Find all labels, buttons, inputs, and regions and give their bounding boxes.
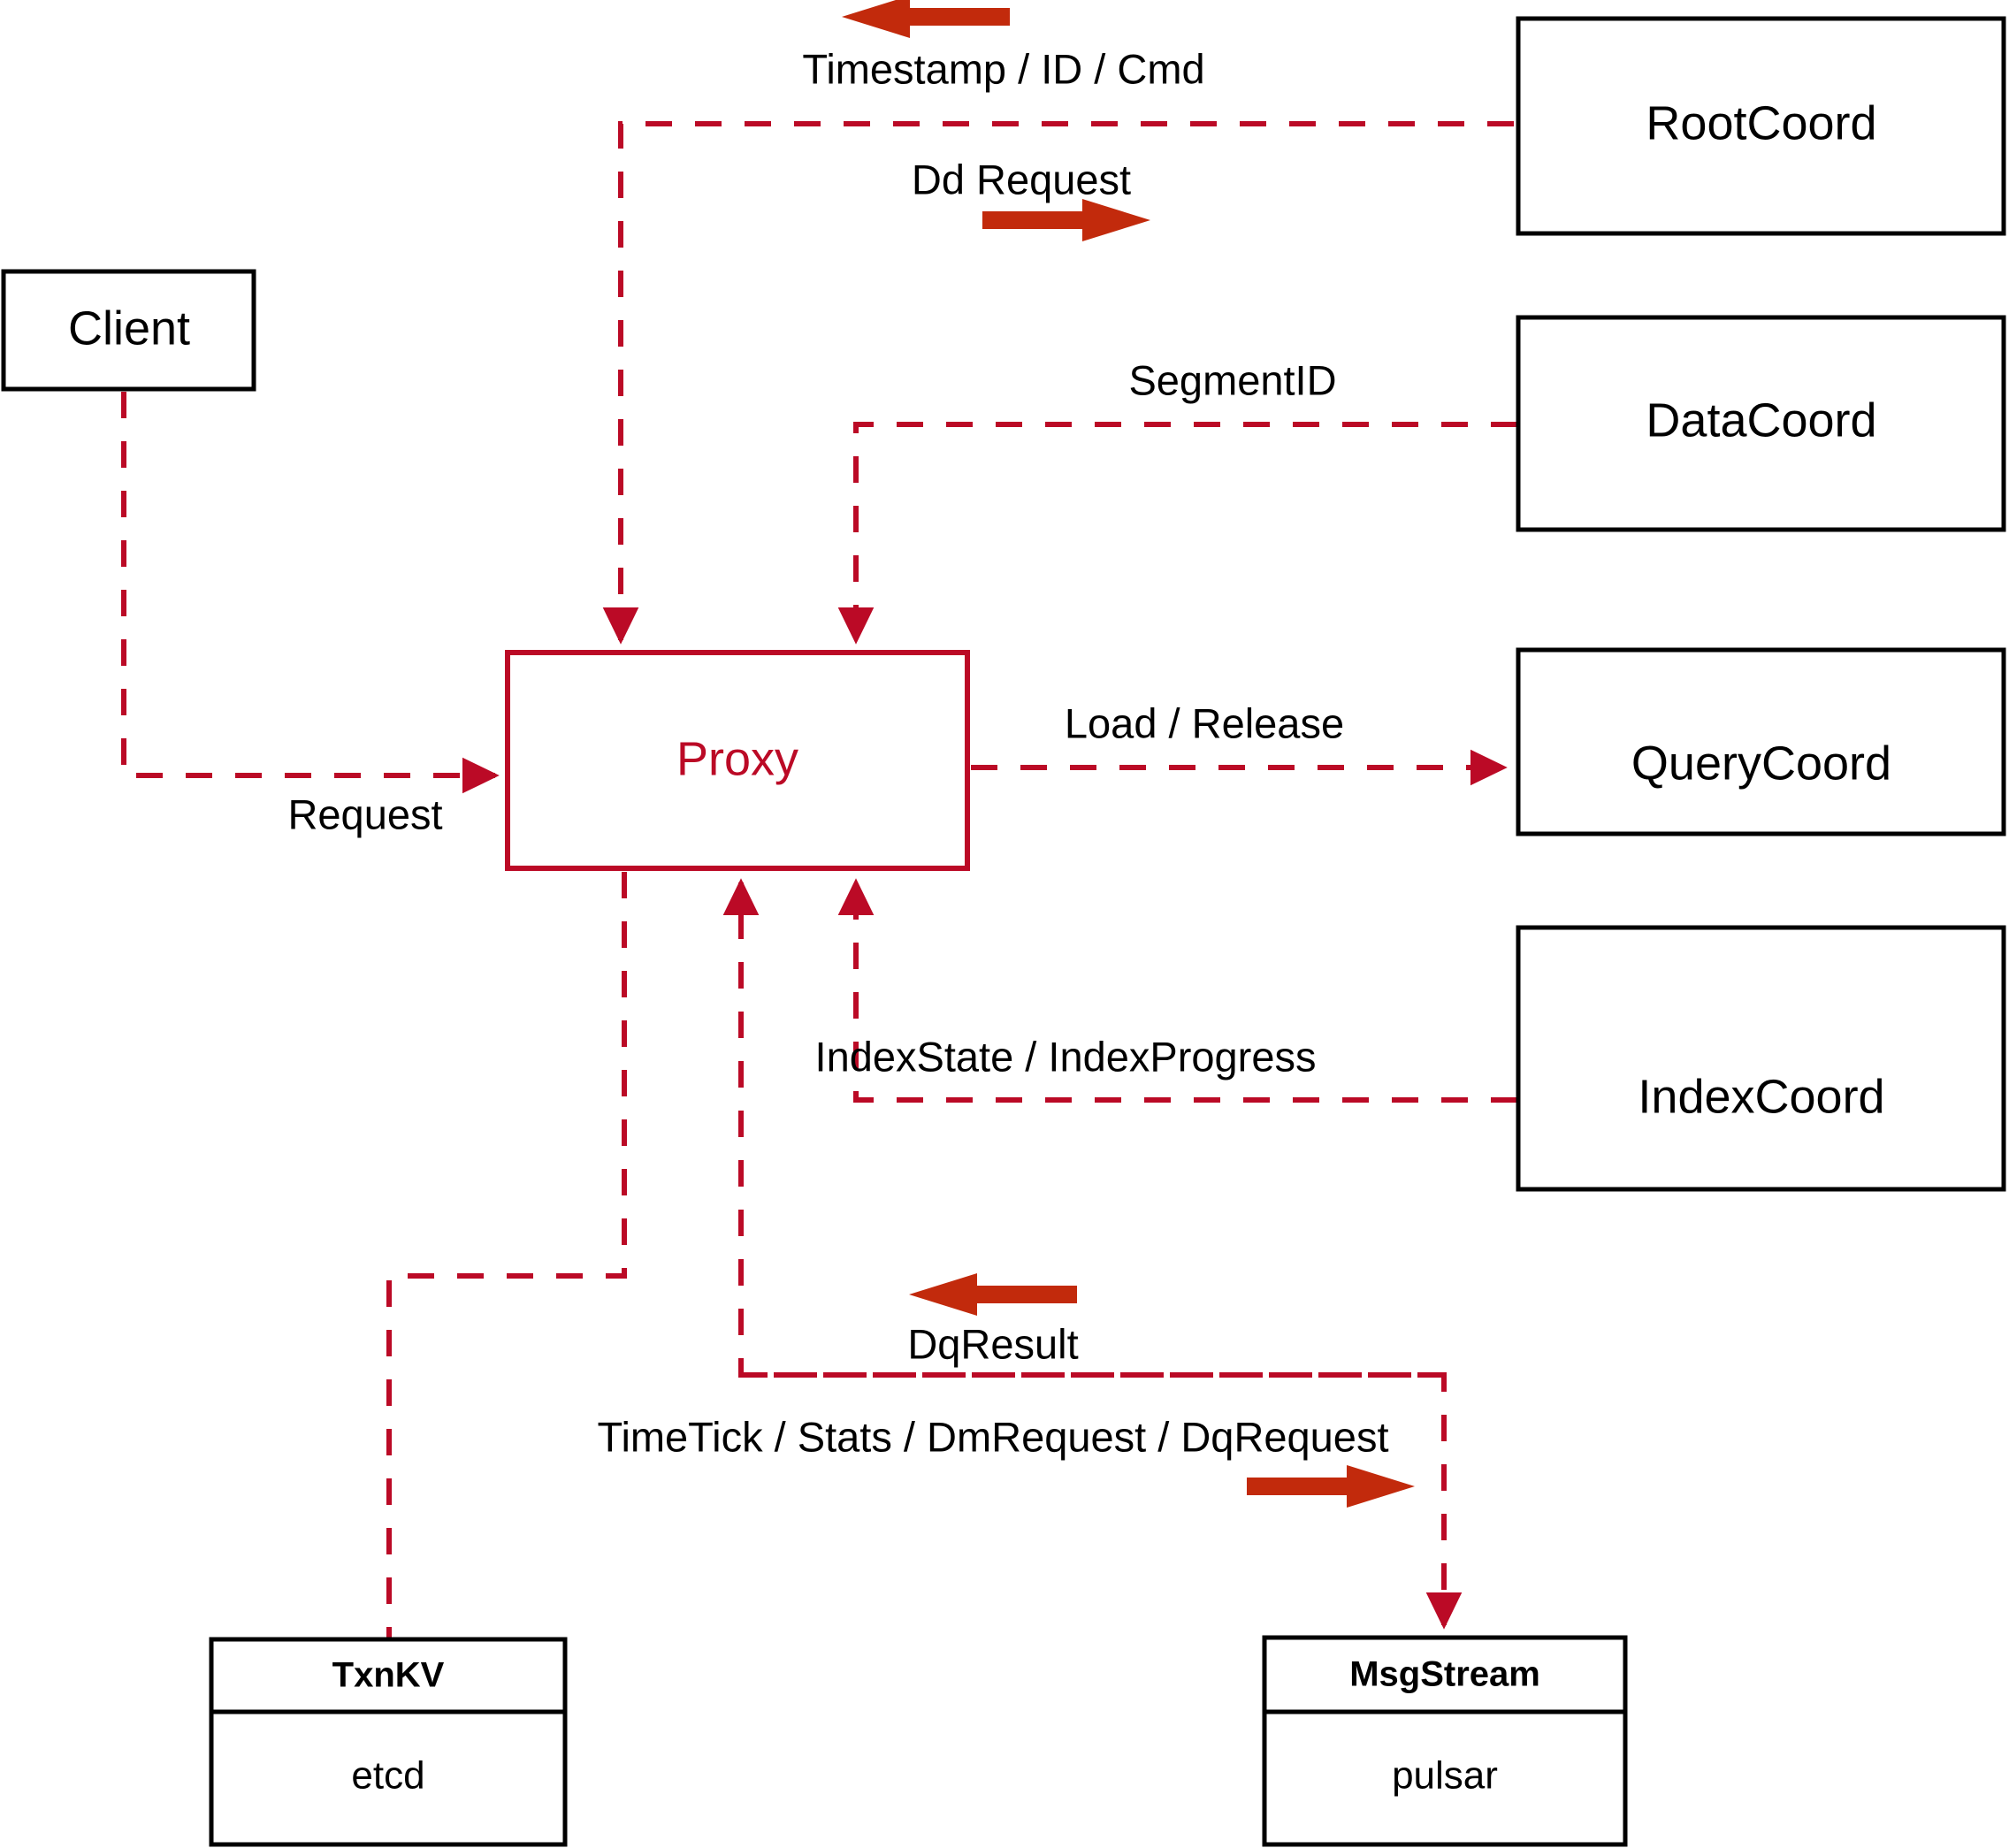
- edge-label-load-release: Load / Release: [1065, 699, 1344, 746]
- node-index-coord-label: IndexCoord: [1638, 1070, 1884, 1123]
- edge-label-request: Request: [287, 790, 442, 837]
- node-txnkv[interactable]: TxnKV etcd: [209, 1637, 568, 1847]
- node-data-coord-label: DataCoord: [1646, 393, 1876, 447]
- node-root-coord[interactable]: RootCoord: [1516, 16, 2006, 236]
- edge-label-dq-result: DqResult: [907, 1320, 1078, 1367]
- edge-label-segment-id: SegmentID: [1128, 356, 1336, 403]
- svg-text:Load / Release: Load / Release: [1065, 699, 1344, 746]
- node-proxy[interactable]: Proxy: [505, 650, 970, 871]
- svg-text:DqResult: DqResult: [907, 1320, 1078, 1367]
- edge-label-index-state-progress: IndexState / IndexProgress: [815, 1033, 1317, 1080]
- node-txnkv-label: TxnKV: [332, 1656, 445, 1695]
- node-proxy-label: Proxy: [676, 732, 798, 785]
- node-query-coord-label: QueryCoord: [1631, 737, 1891, 790]
- node-msgstream-impl-label: pulsar: [1392, 1754, 1498, 1798]
- edge-label-timestamp-id-cmd: Timestamp / ID / Cmd: [802, 45, 1204, 92]
- svg-text:Dd Request: Dd Request: [912, 156, 1131, 202]
- edge-timetick-stats-dm-dq: [741, 1372, 1463, 1630]
- edge-index-state-progress: [837, 878, 1517, 1103]
- direction-arrow-left-timestamp: [842, 0, 1010, 38]
- direction-arrow-right-dd-request: [982, 199, 1150, 241]
- node-msgstream[interactable]: MsgStream pulsar: [1262, 1635, 1628, 1847]
- edge-segment-id: [837, 422, 1517, 645]
- node-query-coord[interactable]: QueryCoord: [1516, 647, 2006, 836]
- node-client[interactable]: Client: [1, 269, 256, 392]
- svg-text:SegmentID: SegmentID: [1128, 356, 1336, 403]
- node-index-coord[interactable]: IndexCoord: [1516, 925, 2006, 1192]
- node-data-coord[interactable]: DataCoord: [1516, 315, 2006, 532]
- node-root-coord-label: RootCoord: [1646, 96, 1876, 149]
- edge-timestamp-id-cmd: [602, 121, 1514, 645]
- edge-dq-result: [722, 878, 1444, 1378]
- edge-label-dd-request: Dd Request: [912, 156, 1131, 202]
- direction-arrow-left-dq-result: [909, 1273, 1077, 1316]
- direction-arrow-right-timetick: [1247, 1465, 1415, 1508]
- node-msgstream-label: MsgStream: [1349, 1655, 1540, 1694]
- edge-label-timetick-stats-dm-dq: TimeTick / Stats / DmRequest / DqRequest: [597, 1413, 1388, 1460]
- edge-txnkv-link: [386, 872, 627, 1638]
- svg-text:IndexState / IndexProgress: IndexState / IndexProgress: [815, 1033, 1317, 1080]
- svg-text:Timestamp / ID / Cmd: Timestamp / ID / Cmd: [802, 45, 1204, 92]
- svg-text:Request: Request: [287, 790, 442, 837]
- node-client-label: Client: [68, 302, 190, 355]
- svg-text:TimeTick / Stats / DmRequest /: TimeTick / Stats / DmRequest / DqRequest: [597, 1413, 1388, 1460]
- edge-request: [121, 392, 500, 794]
- node-txnkv-impl-label: etcd: [351, 1754, 424, 1798]
